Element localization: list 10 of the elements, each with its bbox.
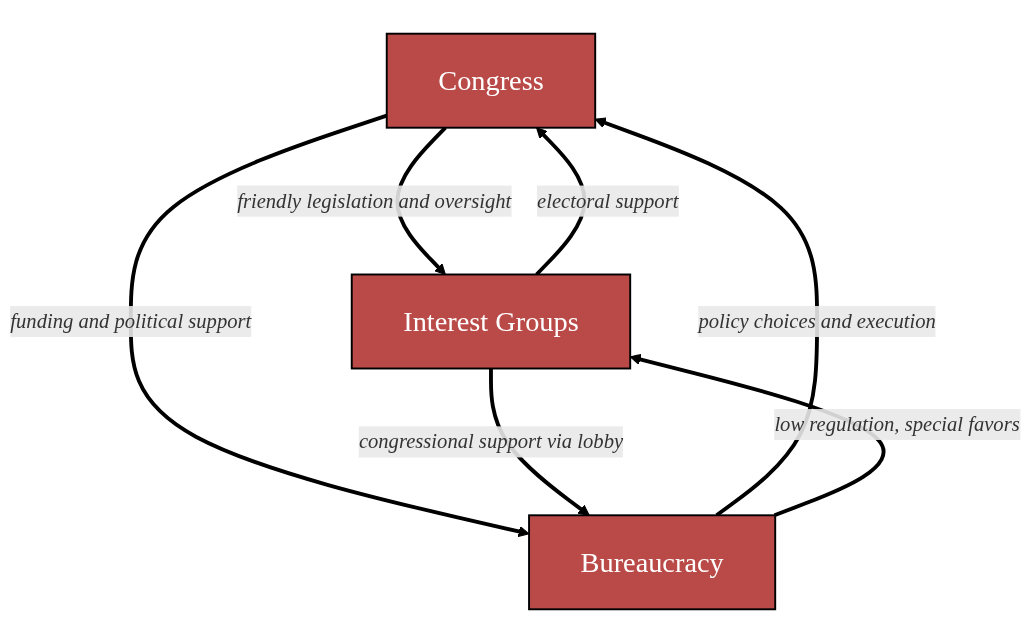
edge-label: congressional support via lobby (358, 430, 624, 453)
edge-label: policy choices and execution (698, 309, 936, 332)
node-box: Congress (385, 32, 597, 129)
edge-label: low regulation, special favors (774, 412, 1020, 435)
arrow (128, 113, 530, 538)
node-box: Bureaucracy (528, 514, 777, 611)
edge-label: funding and political support (10, 309, 252, 332)
edge-label: electoral support (537, 189, 679, 212)
node-box: Interest Groups (350, 273, 632, 370)
edge-label: friendly legislation and oversight (237, 189, 512, 212)
